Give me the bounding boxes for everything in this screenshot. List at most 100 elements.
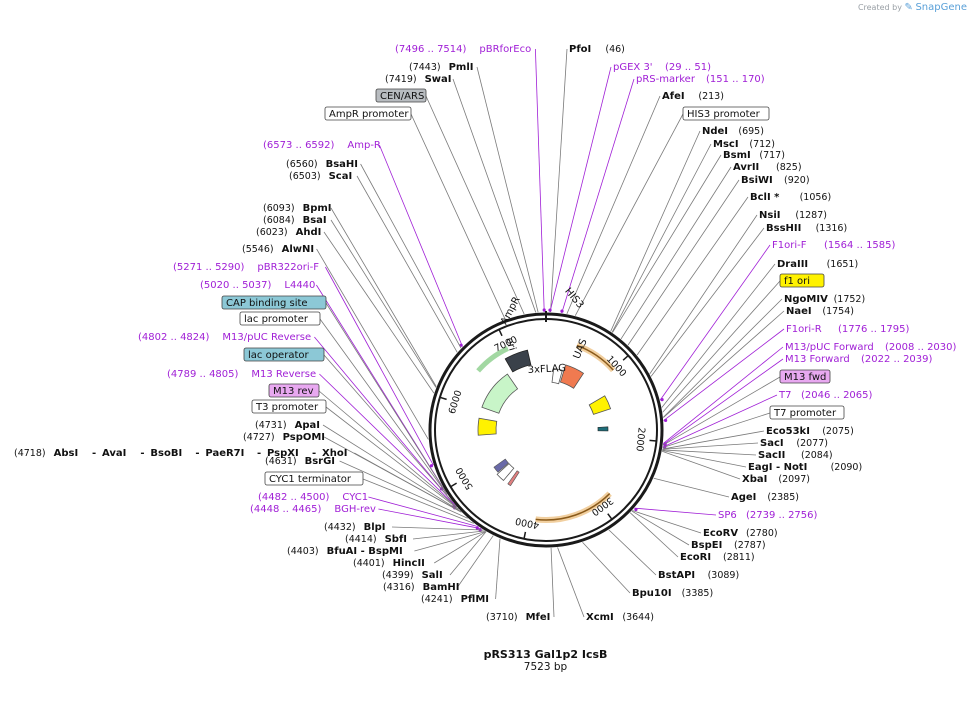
ampr-feature-arrow [481,373,519,414]
primer-name: M13 Forward [785,354,850,365]
site-position: (1056) [800,192,832,203]
site-position: (1316) [816,223,848,234]
site-position: (213) [698,91,724,102]
site-name: XbaI [742,474,767,485]
site-position: (2075) [822,426,854,437]
label-ngomiv: NgoMIV (1752) [784,294,865,305]
primer-name: M13 Reverse [251,369,316,380]
site-position: (1752) [834,294,866,305]
leader-line [662,412,771,448]
site-position: (1651) [827,259,859,270]
cyc1-terminator-block [507,470,520,487]
label-m13-fwd: M13 fwd [779,369,831,384]
site-name: BspEI [691,540,722,551]
leader-line [610,130,701,332]
label-bsshii: BssHII(1316) [766,223,847,234]
label-box-text: T7 promoter [773,408,837,419]
label-alwni: (5546)AlwNI [242,244,314,255]
label-apai: (4731)ApaI [255,420,320,431]
leader-line [612,154,722,333]
primer-mark [459,343,463,347]
site-separator: - [195,448,199,459]
site-position: (3089) [708,570,740,581]
label-f1ori-r: F1ori-R(1776 .. 1795) [786,324,910,335]
label-pbrforeco: (7496 .. 7514)pBRforEco [395,44,531,55]
site-name: SalI [422,570,443,581]
site-position: (825) [776,162,802,173]
site-position: (6023) [256,227,288,238]
primer-mark [634,507,638,512]
site-name: SwaI [425,74,452,85]
leader-line [325,406,459,510]
label-bfuai-bspmi: (4403)BfuAI - BspMI [287,546,403,557]
site-name: PmlI [449,62,474,73]
site-name: BfuAI - BspMI [327,546,403,557]
leader-line [325,302,446,493]
label-cap-binding-site: CAP binding site [221,295,327,310]
site-position: (2385) [767,492,799,503]
site-separator: - [312,448,316,459]
label-box [243,347,325,362]
leader-line [662,449,757,456]
site-position: (3710) [486,612,518,623]
feature-label-3xflag: 3xFLAG [527,363,566,376]
site-name: EcoRV [703,528,738,539]
ring-inner [434,318,658,542]
site-name: AfeI [662,91,685,102]
leader-line [582,541,631,594]
label-box-text: lac operator [248,350,309,361]
primer-position: (1564 .. 1585) [824,240,896,251]
label-bsmi: BsmI(717) [723,150,785,161]
label-bsai: (6084)BsaI [263,215,327,226]
site-position: (2084) [801,450,833,461]
leader-line [414,531,486,552]
leader-line [561,78,635,314]
site-name: SacI [760,438,784,449]
leader-line [653,477,730,498]
site-name: Bpu10I [632,588,672,599]
site-name: ScaI [329,171,353,182]
label-ampr-promoter: AmpR promoter [324,106,412,121]
leader-line [662,280,781,413]
leader-line [550,547,555,618]
site-name: MfeI [526,612,551,623]
label-box [251,399,327,414]
label-lac-promoter: lac promoter [239,311,321,326]
leader-line [433,531,487,564]
leader-line [319,318,448,495]
site-position: (2780) [746,528,778,539]
site-name: BsiWI [741,175,773,186]
leader-line [632,510,702,534]
leader-line [662,376,781,446]
site-name: NgoMIV [784,294,828,305]
his3-feature-arrow [559,364,585,389]
site-position: (2811) [723,552,755,563]
leader-line [629,512,679,558]
ampr-promoter-block [504,349,532,373]
site-name: PflMI [461,594,489,605]
leader-line [663,298,783,418]
site-name: XhoI [322,448,347,459]
site-name: EcoRI [680,552,711,563]
label-pmli: (7443)PmlI [409,62,474,73]
site-position: (5546) [242,244,274,255]
tick-mark [607,513,613,520]
site-position: (46) [605,44,625,55]
flag-arrow [496,463,515,482]
leader-line [663,310,785,418]
primer-name: pRS-marker [636,74,696,85]
leader-line [368,496,479,528]
primer-mark [560,309,564,313]
label-m13-puc-forward: M13/pUC Forward(2008 .. 2030) [785,342,957,353]
site-position: (2090) [831,462,863,473]
insert-region-line [535,493,611,521]
leader-line [452,78,537,313]
leader-line [330,207,437,387]
leader-line [631,510,690,546]
label-bamhi: (4316)BamHI [383,582,459,593]
multi-site-row: (4718)AbsI-AvaI-BsoBI-PaeR7I-PspXI-XhoI [14,448,347,459]
his3-region-line [576,344,614,371]
label-ecorv: EcoRV (2780) [703,528,778,539]
